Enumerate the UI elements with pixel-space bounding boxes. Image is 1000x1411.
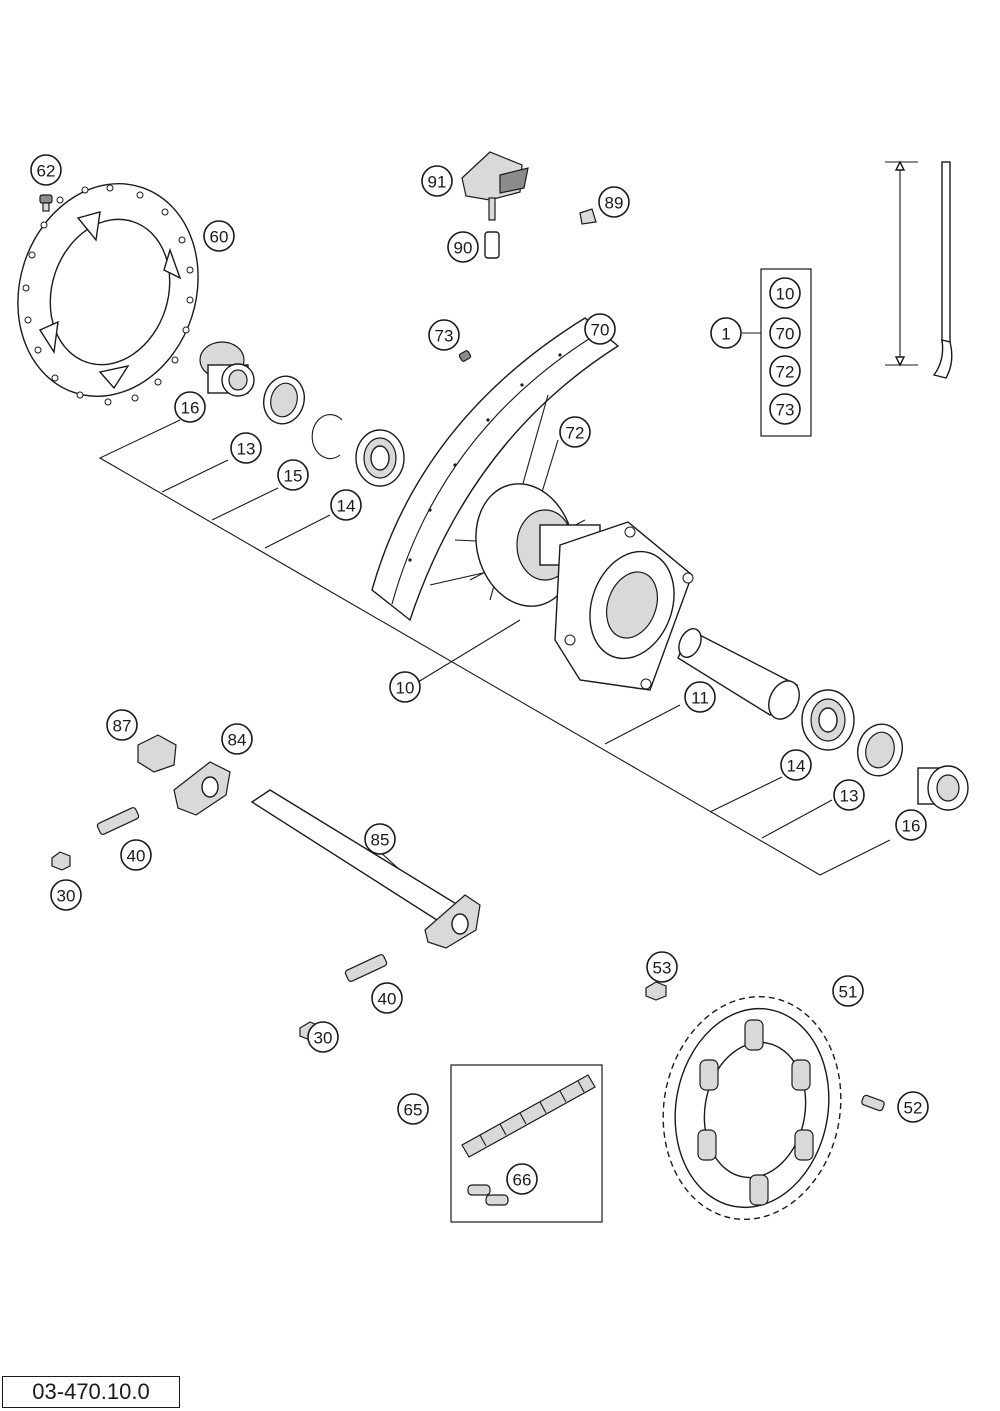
callout-16-left: 16 [174, 391, 206, 423]
callout-15: 15 [277, 459, 309, 491]
shaft-seal-left [263, 375, 305, 425]
svg-text:73: 73 [776, 401, 795, 420]
svg-text:65: 65 [404, 1101, 423, 1120]
svg-text:1: 1 [721, 325, 730, 344]
callout-30-lower: 30 [307, 1021, 339, 1053]
svg-text:85: 85 [371, 831, 390, 850]
svg-text:51: 51 [839, 983, 858, 1002]
kit-item-70: 70 [769, 317, 801, 349]
svg-text:72: 72 [776, 363, 795, 382]
valve-assembly [458, 151, 597, 362]
kit-item-73: 73 [769, 393, 801, 425]
svg-text:60: 60 [210, 228, 229, 247]
svg-text:62: 62 [37, 162, 56, 181]
kit-item-72: 72 [769, 355, 801, 387]
callout-91: 91 [421, 165, 453, 197]
spacer-sleeve [677, 628, 800, 720]
callout-52: 52 [897, 1091, 929, 1123]
callout-14-left: 14 [330, 489, 362, 521]
disc-bolt [39, 194, 53, 212]
svg-text:14: 14 [787, 757, 806, 776]
callout-40-lower: 40 [371, 982, 403, 1014]
callout-90: 90 [447, 231, 479, 263]
svg-text:16: 16 [181, 399, 200, 418]
circlip [311, 414, 343, 460]
callout-60: 60 [203, 220, 235, 252]
wheel-hub [429, 394, 694, 691]
callout-30-upper: 30 [50, 879, 82, 911]
svg-text:52: 52 [904, 1099, 923, 1118]
svg-text:14: 14 [337, 497, 356, 516]
svg-text:11: 11 [691, 689, 709, 708]
callout-89: 89 [598, 186, 630, 218]
callout-51: 51 [832, 975, 864, 1007]
callout-53: 53 [646, 951, 678, 983]
svg-text:70: 70 [776, 325, 795, 344]
callout-70: 70 [584, 313, 616, 345]
callout-66: 66 [506, 1163, 538, 1195]
callout-87: 87 [106, 709, 138, 741]
callout-13-left: 13 [230, 432, 262, 464]
svg-text:90: 90 [454, 239, 473, 258]
callout-85: 85 [364, 823, 396, 855]
axle-parts [51, 734, 481, 1041]
svg-text:72: 72 [566, 424, 585, 443]
callout-13-right: 13 [833, 779, 865, 811]
callout-16-right: 16 [895, 809, 927, 841]
spacer-left [199, 341, 255, 397]
rear-sprocket [645, 981, 885, 1221]
kit-item-10: 10 [769, 277, 801, 309]
callout-84: 84 [221, 723, 253, 755]
svg-text:15: 15 [284, 467, 303, 486]
svg-text:87: 87 [113, 717, 132, 736]
svg-text:13: 13 [840, 787, 859, 806]
callout-14-right: 14 [780, 749, 812, 781]
svg-text:16: 16 [902, 817, 921, 836]
brake-disc [17, 183, 199, 406]
callout-73: 73 [428, 319, 460, 351]
svg-text:30: 30 [314, 1029, 333, 1048]
svg-text:70: 70 [591, 321, 610, 340]
callout-65: 65 [397, 1093, 429, 1125]
callout-40-upper: 40 [120, 839, 152, 871]
chain-kit [450, 1064, 603, 1223]
svg-text:73: 73 [435, 327, 454, 346]
bearing-left [355, 429, 405, 487]
callout-kit: 1 [710, 317, 742, 349]
callout-11: 11 [684, 681, 716, 713]
spoke [885, 160, 953, 379]
shaft-seal-right [857, 723, 903, 777]
svg-text:53: 53 [653, 959, 672, 978]
spacer-right [917, 765, 969, 811]
svg-text:89: 89 [605, 194, 624, 213]
svg-text:10: 10 [396, 679, 415, 698]
svg-text:13: 13 [237, 440, 256, 459]
bearing-right [801, 689, 855, 751]
svg-text:40: 40 [127, 847, 146, 866]
diagram-code-label: 03-470.10.0 [2, 1376, 180, 1408]
svg-text:10: 10 [776, 285, 795, 304]
callout-72: 72 [559, 416, 591, 448]
svg-text:40: 40 [378, 990, 397, 1009]
svg-text:66: 66 [513, 1171, 532, 1190]
svg-text:84: 84 [228, 731, 247, 750]
svg-text:91: 91 [428, 173, 447, 192]
callout-10: 10 [389, 671, 421, 703]
callout-62: 62 [30, 154, 62, 186]
svg-text:30: 30 [57, 887, 76, 906]
